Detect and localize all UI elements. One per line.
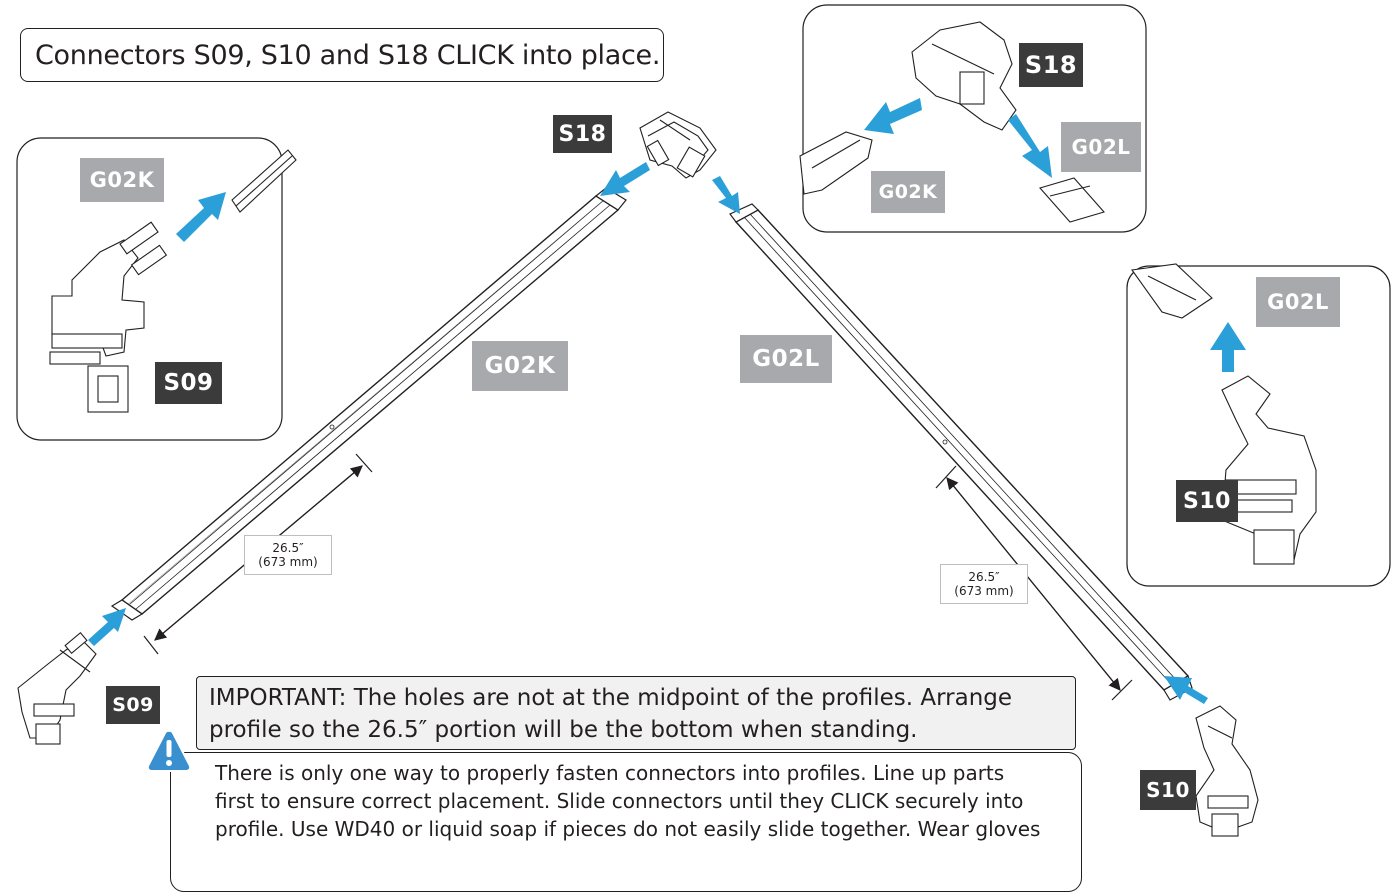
arrow-layer xyxy=(88,98,1246,704)
diagram-drawing xyxy=(16,4,1391,837)
tag-s18-inset: S18 xyxy=(1019,43,1083,87)
tag-s09-main: S09 xyxy=(106,686,160,724)
profile-g02l xyxy=(729,203,1193,701)
instruction-title-text: Connectors S09, S10 and S18 CLICK into p… xyxy=(35,39,661,71)
blue-arrow-icon xyxy=(712,176,740,214)
dimension-label-g02k: 26.5″ (673 mm) xyxy=(244,535,332,575)
tag-s09-inset: S09 xyxy=(155,362,222,404)
instruction-title: Connectors S09, S10 and S18 CLICK into p… xyxy=(20,28,664,82)
tag-g02k-main: G02K xyxy=(472,341,568,391)
important-line-2: profile so the 26.5″ portion will be the… xyxy=(209,717,918,743)
blue-arrow-icon xyxy=(88,608,126,646)
blue-arrow-icon xyxy=(1164,676,1208,704)
tag-s10-inset: S10 xyxy=(1176,480,1238,522)
connector-s09 xyxy=(17,631,97,745)
important-note: IMPORTANT: The holes are not at the midp… xyxy=(196,676,1076,750)
dimension-g02l xyxy=(935,465,1133,701)
tag-s10-main: S10 xyxy=(1140,770,1196,810)
tag-g02l-inset-s10: G02L xyxy=(1256,277,1340,327)
inset-s18-drawing xyxy=(799,21,1105,223)
dimension-metric: (673 mm) xyxy=(258,555,318,569)
inset-s09-drawing xyxy=(49,149,297,413)
blue-arrow-icon xyxy=(1008,114,1052,178)
tag-g02l-inset-s18: G02L xyxy=(1061,122,1141,172)
tag-s18-main: S18 xyxy=(553,115,612,153)
connector-s18 xyxy=(639,111,717,179)
dimension-length: 26.5″ xyxy=(272,541,304,555)
connector-s10 xyxy=(1195,705,1259,837)
tag-g02l-main: G02L xyxy=(740,335,832,383)
assembly-diagram: Connectors S09, S10 and S18 CLICK into p… xyxy=(16,4,1391,892)
dimension-label-g02l: 26.5″ (673 mm) xyxy=(940,564,1028,604)
warning-note: There is only one way to properly fasten… xyxy=(170,752,1082,892)
tag-g02k-inset-s09: G02K xyxy=(80,158,164,202)
blue-arrow-icon xyxy=(1210,322,1246,372)
warning-line-3: profile. Use WD40 or liquid soap if piec… xyxy=(215,817,1041,841)
blue-arrow-icon xyxy=(176,192,226,242)
blue-arrow-icon xyxy=(864,98,922,134)
dimension-length: 26.5″ xyxy=(968,570,1000,584)
important-line-1: IMPORTANT: The holes are not at the midp… xyxy=(209,685,1013,711)
profile-g02k xyxy=(110,187,627,621)
exclamation-triangle-icon xyxy=(146,729,192,772)
inset-s10-drawing xyxy=(1131,263,1317,565)
warning-line-2: first to ensure correct placement. Slide… xyxy=(215,789,1024,813)
warning-line-1: There is only one way to properly fasten… xyxy=(215,761,1005,785)
blue-arrow-icon xyxy=(600,162,650,196)
dimension-metric: (673 mm) xyxy=(954,584,1014,598)
tag-g02k-inset-s18: G02K xyxy=(871,171,945,213)
